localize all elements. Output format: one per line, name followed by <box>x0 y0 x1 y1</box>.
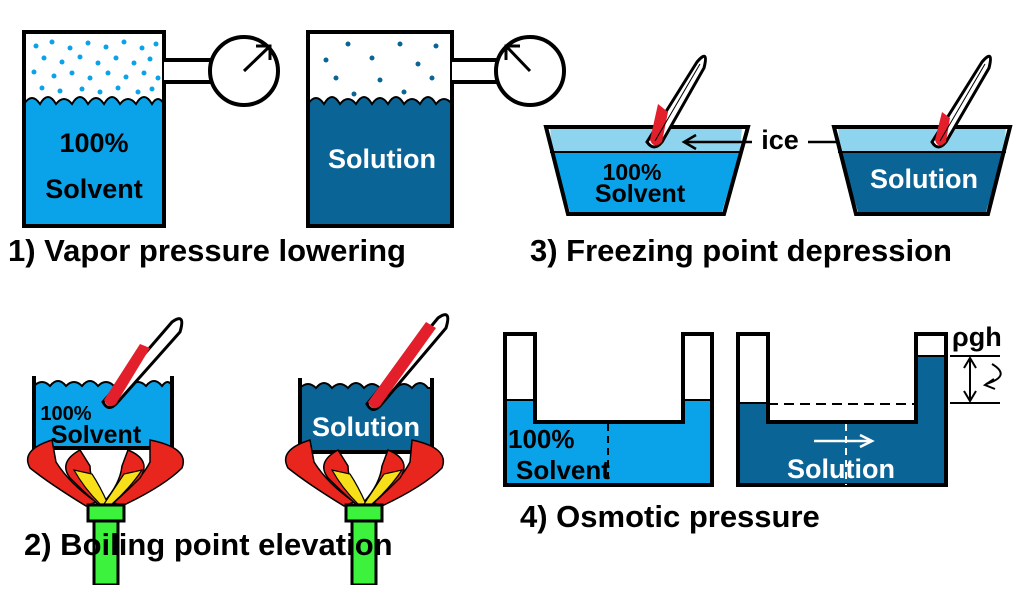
pure-solvent-beaker: 100% Solvent <box>22 30 166 228</box>
vapor-particles-sparse <box>323 41 439 97</box>
vapor-pressure-caption: 1) Vapor pressure lowering <box>8 233 406 268</box>
freezing-point-panel: 100% Solvent ice Solution 3) Freezing po… <box>530 54 1013 268</box>
pressure-gauge-left <box>164 35 280 107</box>
thermometer-pot-left <box>101 317 184 409</box>
pure-solvent-basin-label-line1: 100% <box>603 159 662 185</box>
burner-left <box>86 503 126 587</box>
freezing-point-caption: 3) Freezing point depression <box>530 233 952 268</box>
pure-solvent-pot <box>32 376 174 450</box>
ice-annotation: ice <box>681 125 879 155</box>
u-tube-left-label-line1: 100% <box>508 424 575 454</box>
pure-solvent-label-line1: 100% <box>59 128 128 158</box>
ice-label: ice <box>761 125 799 155</box>
boiling-point-caption: 2) Boiling point elevation <box>24 527 393 562</box>
u-tube-osmosis: Solution <box>736 332 948 487</box>
flame-left <box>26 439 184 507</box>
solution-pot <box>298 378 434 454</box>
solution-basin <box>831 125 1013 216</box>
thermometer-pot-right <box>365 313 450 411</box>
u-tube-equal-levels: 100% Solvent <box>503 332 714 487</box>
solution-beaker: Solution <box>306 30 454 228</box>
boiling-point-panel: 100% Solvent Solution <box>24 313 450 587</box>
pure-solvent-label-line2: Solvent <box>45 174 143 204</box>
pure-solvent-pot-label-line2: Solvent <box>51 421 142 449</box>
osmotic-pressure-caption: 4) Osmotic pressure <box>520 499 820 534</box>
solution-label: Solution <box>328 144 436 174</box>
rho-g-h-label: ρgh <box>952 322 1002 352</box>
u-tube-right-label: Solution <box>787 454 895 484</box>
pure-solvent-basin-label-line2: Solvent <box>595 180 686 208</box>
pure-solvent-pot-label-line1: 100% <box>40 403 91 425</box>
pressure-gauge-right <box>452 35 566 107</box>
thermometer-right <box>930 54 992 149</box>
thermometer-left <box>645 54 707 149</box>
osmotic-pressure-panel: 100% Solvent Solution ρgh 4) Osmoti <box>503 322 1002 534</box>
solution-basin-label: Solution <box>870 164 978 194</box>
vapor-pressure-panel: 100% Solvent Solution <box>8 30 566 268</box>
solution-pot-label: Solution <box>312 412 420 442</box>
curved-pointer <box>985 363 1002 385</box>
flame-right <box>284 439 445 507</box>
vapor-particles <box>31 39 161 95</box>
height-difference-indicator: ρgh <box>950 322 1002 404</box>
burner-right <box>344 503 384 587</box>
pure-solvent-basin <box>543 125 751 216</box>
u-tube-left-label-line2: Solvent <box>516 455 610 485</box>
